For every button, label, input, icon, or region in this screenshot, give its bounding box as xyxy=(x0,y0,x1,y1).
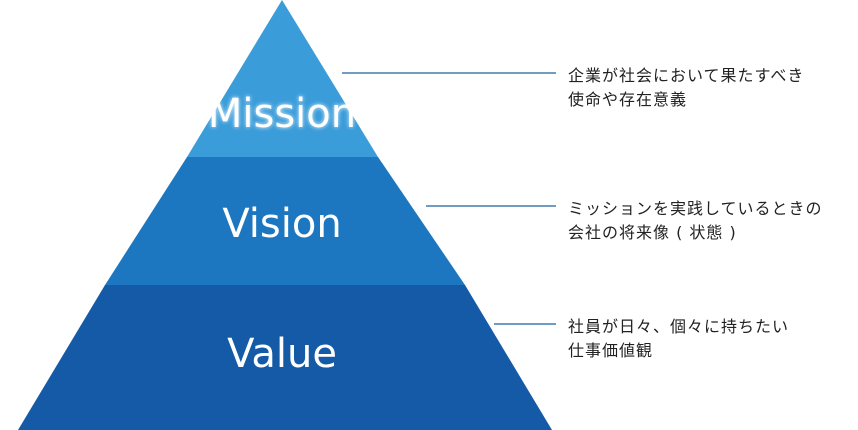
pyramid-tier-mission xyxy=(187,0,378,157)
pyramid-tier-value xyxy=(18,285,552,430)
tier-label-value: Value xyxy=(227,331,337,377)
description-vision: ミッションを実践しているときの 会社の将来像 ( 状態 ) xyxy=(568,197,854,245)
description-vision-line-1: ミッションを実践しているときの xyxy=(568,199,823,218)
tier-label-vision: Vision xyxy=(222,201,341,247)
description-mission: 企業が社会において果たすべき 使命や存在意義 xyxy=(568,64,854,112)
description-value: 社員が日々、個々に持ちたい 仕事価値観 xyxy=(568,315,854,363)
pyramid-tier-vision xyxy=(105,157,465,285)
description-mission-line-1: 企業が社会において果たすべき xyxy=(568,66,805,85)
description-value-line-1: 社員が日々、個々に持ちたい xyxy=(568,317,790,336)
description-mission-line-2: 使命や存在意義 xyxy=(568,90,688,109)
description-value-line-2: 仕事価値観 xyxy=(568,341,654,360)
description-vision-line-2: 会社の将来像 ( 状態 ) xyxy=(568,223,737,242)
tier-label-mission: Mission xyxy=(208,91,356,137)
